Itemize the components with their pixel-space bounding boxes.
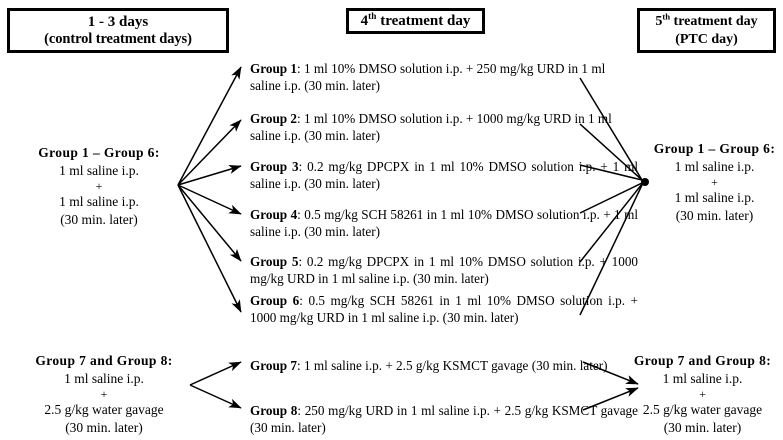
right-top-line3: (30 min. later): [675, 208, 754, 224]
header-mid-sup: th: [368, 11, 377, 22]
left-bot-line3: (30 min. later): [65, 420, 143, 436]
header-left-line2: (control treatment days): [44, 30, 192, 47]
group-3-sep: :: [298, 159, 308, 174]
group-7-name: Group 7: [250, 358, 298, 373]
group-2-text: 1 ml 10% DMSO solution i.p. + 1000 mg/kg…: [250, 111, 612, 144]
right-bot-line3: (30 min. later): [663, 420, 742, 436]
group-8-text: 250 mg/kg URD in 1 ml saline i.p. + 2.5 …: [250, 403, 638, 436]
left-block-groups-7-8: Group 7 and Group 8: 1 ml saline i.p. + …: [14, 352, 194, 438]
right-bot-title: Group 7 and Group 8:: [633, 353, 772, 368]
left-bot-plus: +: [100, 387, 108, 402]
left-top-title: Group 1 – Group 6:: [38, 145, 160, 160]
header-mid-ordinal: 4: [360, 12, 369, 29]
group-5-sep: :: [298, 254, 307, 269]
header-right-sup: th: [662, 11, 671, 22]
group-4-name: Group 4: [250, 207, 298, 222]
bottom-left-fan-arrows: [189, 361, 242, 409]
header-box-days-1-3: 1 - 3 days (control treatment days): [7, 8, 229, 53]
header-left-line1: 1 - 3 days: [87, 13, 149, 30]
header-mid-line1: 4th treatment day: [361, 12, 471, 30]
group-entry-5: Group 5: 0.2 mg/kg DPCPX in 1 ml 10% DMS…: [250, 253, 638, 287]
group-8-sep: :: [297, 403, 305, 418]
header-right-ordinal: 5: [655, 14, 663, 30]
right-top-line1: 1 ml saline i.p.: [674, 159, 755, 175]
right-bot-line2: 2.5 g/kg water gavage: [642, 402, 763, 418]
header-right-rest: treatment day: [670, 14, 758, 30]
group-entry-7: Group 7: 1 ml saline i.p. + 2.5 g/kg KSM…: [250, 357, 638, 374]
group-entry-3: Group 3: 0.2 mg/kg DPCPX in 1 ml 10% DMS…: [250, 158, 638, 192]
group-6-name: Group 6: [250, 293, 300, 308]
left-bot-line2: 2.5 g/kg water gavage: [44, 402, 164, 418]
header-right-line1: 5th treatment day: [655, 11, 758, 30]
right-block-groups-1-6: Group 1 – Group 6: 1 ml saline i.p. + 1 …: [646, 140, 783, 226]
left-bot-line1: 1 ml saline i.p.: [64, 371, 144, 387]
group-entry-8: Group 8: 250 mg/kg URD in 1 ml saline i.…: [250, 402, 638, 436]
header-box-5th-treatment-day: 5th treatment day (PTC day): [637, 8, 776, 53]
group-5-name: Group 5: [250, 254, 299, 269]
left-block-groups-1-6: Group 1 – Group 6: 1 ml saline i.p. + 1 …: [14, 144, 184, 230]
right-bot-line1: 1 ml saline i.p.: [662, 371, 743, 387]
group-1-sep: :: [297, 61, 304, 76]
header-mid-rest: treatment day: [376, 12, 471, 29]
group-2-sep: :: [297, 111, 304, 126]
left-top-line2: 1 ml saline i.p.: [59, 194, 139, 210]
group-3-name: Group 3: [250, 159, 299, 174]
group-entry-4: Group 4: 0.5 mg/kg SCH 58261 in 1 ml 10%…: [250, 206, 638, 240]
group-6-sep: :: [299, 293, 309, 308]
left-top-plus: +: [95, 179, 103, 194]
group-3-text: 0.2 mg/kg DPCPX in 1 ml 10% DMSO solutio…: [250, 159, 639, 192]
right-top-line2: 1 ml saline i.p.: [674, 190, 755, 206]
right-bot-plus: +: [699, 387, 706, 402]
right-top-plus: +: [711, 175, 718, 190]
group-6-text: 0.5 mg/kg SCH 58261 in 1 ml 10% DMSO sol…: [250, 293, 638, 326]
header-right-line2: (PTC day): [675, 31, 738, 47]
left-top-line1: 1 ml saline i.p.: [59, 163, 139, 179]
right-block-groups-7-8: Group 7 and Group 8: 1 ml saline i.p. + …: [622, 352, 783, 438]
group-7-sep: :: [297, 358, 304, 373]
group-4-sep: :: [297, 207, 305, 222]
group-entry-6: Group 6: 0.5 mg/kg SCH 58261 in 1 ml 10%…: [250, 292, 638, 326]
group-8-name: Group 8: [250, 403, 298, 418]
group-1-name: Group 1: [250, 61, 298, 76]
group-1-text: 1 ml 10% DMSO solution i.p. + 250 mg/kg …: [250, 61, 606, 94]
left-fan-arrows: [177, 66, 242, 313]
header-box-4th-treatment-day: 4th treatment day: [346, 8, 485, 34]
group-2-name: Group 2: [250, 111, 298, 126]
group-4-text: 0.5 mg/kg SCH 58261 in 1 ml 10% DMSO sol…: [250, 207, 638, 240]
group-entry-1: Group 1: 1 ml 10% DMSO solution i.p. + 2…: [250, 60, 638, 94]
left-bot-title: Group 7 and Group 8:: [35, 353, 173, 368]
left-top-line3: (30 min. later): [60, 212, 138, 228]
group-entry-2: Group 2: 1 ml 10% DMSO solution i.p. + 1…: [250, 110, 638, 144]
group-7-text: 1 ml saline i.p. + 2.5 g/kg KSMCT gavage…: [304, 358, 608, 373]
group-5-text: 0.2 mg/kg DPCPX in 1 ml 10% DMSO solutio…: [250, 254, 639, 287]
right-top-title: Group 1 – Group 6:: [653, 141, 776, 156]
